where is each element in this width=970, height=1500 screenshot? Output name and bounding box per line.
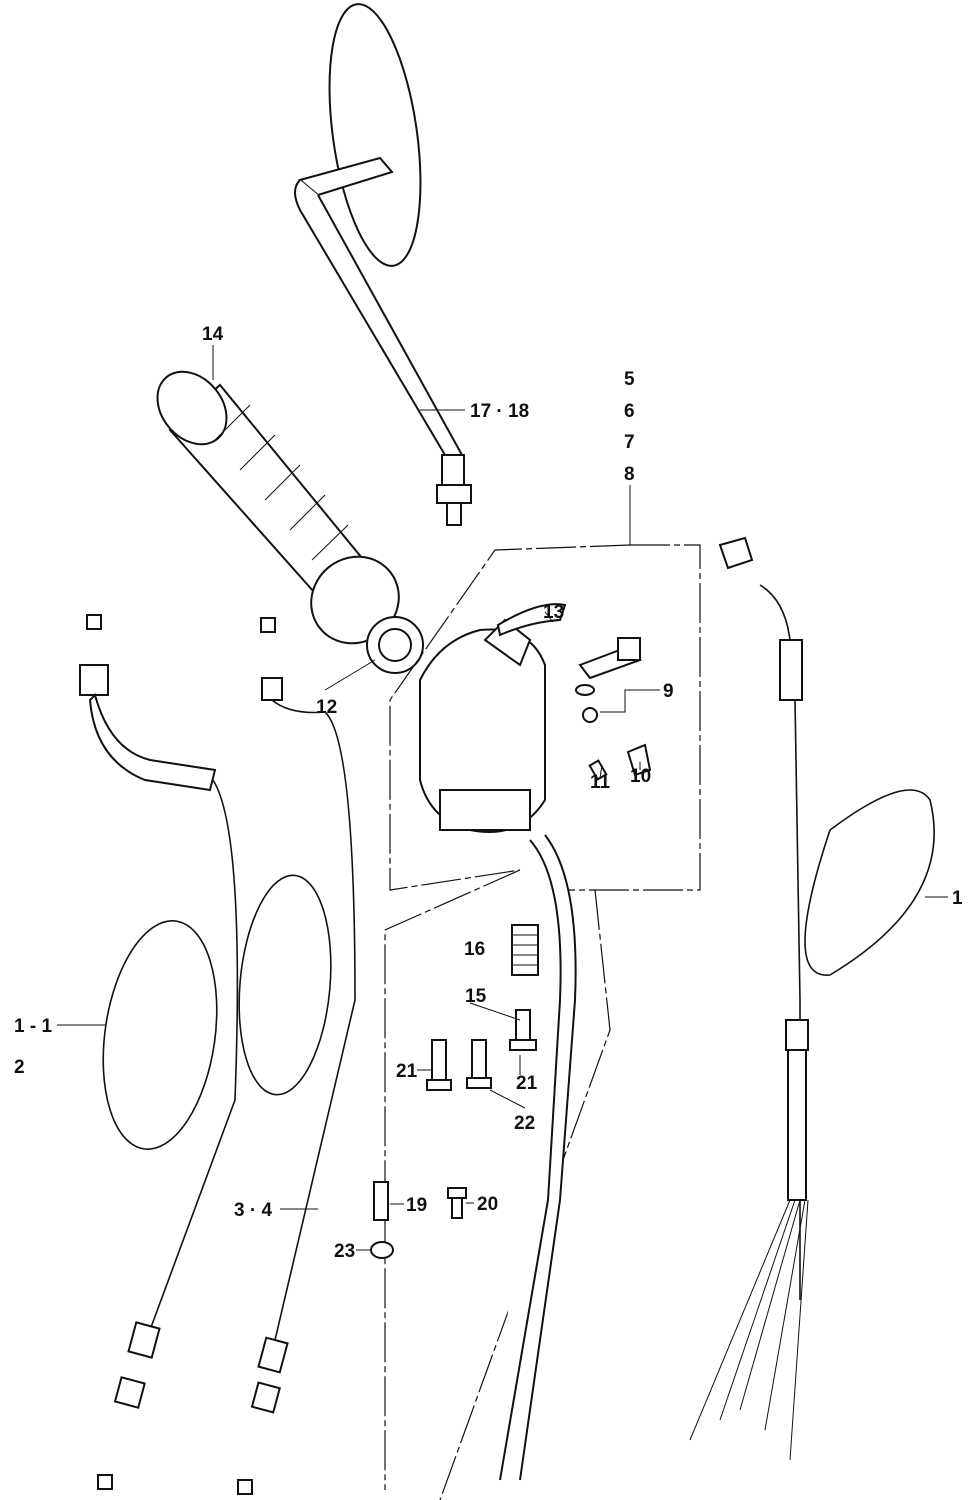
switch-housing <box>419 603 652 833</box>
assembly-outline <box>389 544 701 891</box>
label-22: 22 <box>514 1113 535 1134</box>
mirror <box>294 3 472 526</box>
label-20: 20 <box>477 1194 498 1215</box>
small-parts <box>370 924 539 1259</box>
label-15: 15 <box>465 986 487 1007</box>
leader-lines <box>57 345 948 1251</box>
label-9: 9 <box>663 681 674 702</box>
label-8: 8 <box>624 464 635 485</box>
label-21: 21 <box>516 1073 538 1094</box>
label-14: 14 <box>202 324 224 345</box>
label-17-18: 17 · 18 <box>470 401 529 422</box>
label-21: 21 <box>396 1061 418 1082</box>
throttle-cable-inner <box>237 617 356 1495</box>
label-6: 6 <box>624 401 635 422</box>
label-13: 13 <box>543 602 564 623</box>
label-11: 11 <box>590 772 611 793</box>
clutch-cable <box>79 614 239 1490</box>
label-5: 5 <box>624 369 635 390</box>
label-12: 12 <box>316 697 337 718</box>
throttle-cable <box>689 536 935 1461</box>
label-3-4: 3 · 4 <box>234 1200 272 1221</box>
label-1: 1 <box>952 888 963 909</box>
label-23: 23 <box>334 1241 355 1262</box>
label-16: 16 <box>464 939 485 960</box>
label-10: 10 <box>630 766 651 787</box>
handle-grip <box>156 370 424 674</box>
label-7: 7 <box>624 432 635 453</box>
label-19: 19 <box>406 1195 427 1216</box>
label-2: 2 <box>14 1057 25 1078</box>
label-1-1: 1 - 1 <box>14 1016 52 1037</box>
